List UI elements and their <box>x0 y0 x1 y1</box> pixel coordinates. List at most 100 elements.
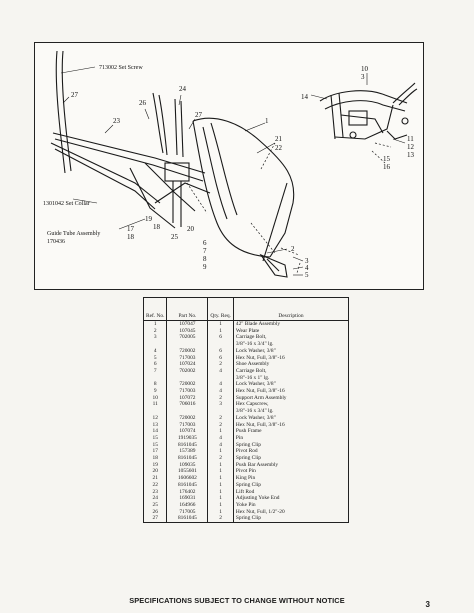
part-no-cell: 107072 <box>166 394 209 402</box>
qty-cell: 1 <box>207 495 234 502</box>
callout-7: 7 <box>203 247 207 255</box>
ref-no-cell: 13 <box>142 421 168 429</box>
qty-cell: 1 <box>207 481 234 489</box>
ref-no-cell: 26 <box>142 508 168 516</box>
callout-27b: 27 <box>195 111 203 119</box>
part-no-cell: 8161045 <box>166 481 209 489</box>
callout-24: 24 <box>179 85 187 93</box>
description-cell: Hex Capscrew, <box>232 401 350 409</box>
ref-no-cell: 22 <box>142 481 168 489</box>
callout-4: 4 <box>305 264 309 272</box>
callout-18b: 18 <box>153 223 161 231</box>
part-no-cell: 702005 <box>166 334 209 342</box>
qty-cell: 4 <box>207 367 234 375</box>
parts-diagram: 713002 Set Screw 27 23 26 24 27 1 21 22 … <box>34 42 424 290</box>
qty-cell <box>207 374 234 382</box>
qty-cell: 2 <box>207 361 234 368</box>
description-cell: Lock Washer, 3/8" <box>232 347 350 355</box>
description-cell: Lock Washer, 3/8" <box>232 381 350 389</box>
table-header-row: Ref. No. Part No. Qty. Req. Description <box>142 297 350 321</box>
part-no-cell: 717005 <box>166 508 209 516</box>
ref-no-cell: 14 <box>142 428 168 435</box>
callout-13: 13 <box>407 151 415 159</box>
description-cell: King Pin <box>232 475 350 482</box>
callout-26: 26 <box>139 99 147 107</box>
ref-no-cell: 5 <box>142 354 168 362</box>
callout-2: 2 <box>291 245 295 253</box>
part-no-cell: 720002 <box>166 414 209 422</box>
part-no-cell: 107045 <box>166 327 209 335</box>
part-no-cell: 8161045 <box>166 515 209 524</box>
description-cell: 3/8"-16 x 1" lg. <box>232 374 350 382</box>
ref-no-cell: 27 <box>142 515 168 524</box>
description-cell: Adjusting Yoke End <box>232 495 350 502</box>
description-cell: Push Frame <box>232 428 350 435</box>
description-cell: Lift Rod <box>232 488 350 496</box>
callout-21: 21 <box>275 135 283 143</box>
description-cell: Hex Nut, Full, 3/8"-16 <box>232 354 350 362</box>
qty-cell: 6 <box>207 347 234 355</box>
ref-no-cell: 7 <box>142 367 168 375</box>
qty-cell: 1 <box>207 475 234 482</box>
part-no-cell: 1055601 <box>166 468 209 476</box>
header-qty-req: Qty. Req. <box>207 297 234 321</box>
part-no-cell: 720002 <box>166 381 209 389</box>
ref-no-cell: 9 <box>142 388 168 395</box>
description-cell: Spring Clip <box>232 481 350 489</box>
qty-cell: 2 <box>207 394 234 402</box>
description-cell: Hex Nut, Full, 3/8"-16 <box>232 388 350 395</box>
description-cell: Shoe Assembly <box>232 361 350 368</box>
description-cell: 3/8"-16 x 3/4" lg. <box>232 408 350 415</box>
qty-cell: 1 <box>207 508 234 516</box>
ref-no-cell <box>142 341 168 348</box>
callout-20: 20 <box>187 225 195 233</box>
page-number: 3 <box>425 600 430 609</box>
description-cell: Push Bar Assembly <box>232 461 350 469</box>
part-no-cell: 164966 <box>166 501 209 509</box>
part-no-cell: 176402 <box>166 488 209 496</box>
qty-cell: 4 <box>207 434 234 442</box>
ref-no-cell: 3 <box>142 334 168 342</box>
callout-18: 18 <box>127 233 135 241</box>
callout-6: 6 <box>203 239 207 247</box>
part-no-cell: 8161045 <box>166 441 209 449</box>
part-no-cell: 107047 <box>166 320 209 328</box>
callout-17: 17 <box>127 225 135 233</box>
qty-cell: 1 <box>207 501 234 509</box>
callout-12: 12 <box>407 143 415 151</box>
ref-no-cell: 25 <box>142 501 168 509</box>
part-no-cell: 107074 <box>166 428 209 435</box>
callout-15: 15 <box>383 155 391 163</box>
description-cell: Carriage Bolt, <box>232 334 350 342</box>
description-cell: Wear Plate <box>232 327 350 335</box>
description-cell: Hex Nut, Full, 3/8"-16 <box>232 421 350 429</box>
qty-cell: 3 <box>207 401 234 409</box>
ref-no-cell: 21 <box>142 475 168 482</box>
qty-cell: 2 <box>207 515 234 524</box>
part-no-cell: 169031 <box>166 495 209 502</box>
qty-cell: 1 <box>207 461 234 469</box>
ref-no-cell: 11 <box>142 401 168 409</box>
qty-cell: 4 <box>207 381 234 389</box>
qty-cell: 1 <box>207 428 234 435</box>
ref-no-cell: 12 <box>142 414 168 422</box>
description-cell: Lock Washer, 3/8" <box>232 414 350 422</box>
ref-no-cell: 15 <box>142 441 168 449</box>
part-no-cell: 8161045 <box>166 455 209 462</box>
part-no-cell <box>166 408 209 415</box>
